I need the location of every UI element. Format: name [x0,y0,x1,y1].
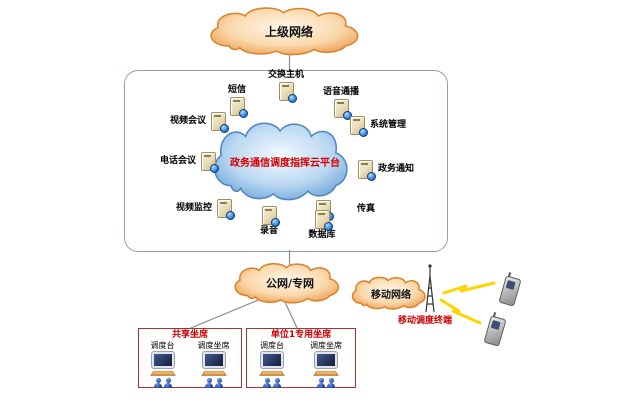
node-video-conference: 视频会议 [170,112,230,133]
platform-cloud: 政务通信调度指挥云平台 [203,120,367,202]
monitor-icon [260,350,284,369]
person-icon [153,377,162,388]
node-label: 交换主机 [267,70,304,80]
station-label: 调度台 [260,340,284,350]
node-system-management: 系统管理 [350,116,407,137]
node-label: 视频监控 [176,203,213,213]
node-label: 传真 [357,204,376,214]
upper-network-cloud: 上级网络 [198,6,380,56]
station-label: 调度台 [150,340,175,350]
people-pair [153,377,172,388]
seat-group-unit1: 单位1专用坐席 调度台 调度坐席 [246,328,356,388]
dispatch-console-station: 调度台 [259,340,285,388]
node-gov-notice: 政务通知 [358,160,415,181]
person-icon [204,377,213,388]
keyboard-icon [259,370,285,376]
cloud-icon [226,262,354,304]
seat-group-title: 共享坐席 [171,330,208,340]
cloud-icon [346,276,436,310]
server-icon [201,152,220,173]
person-icon [214,377,223,388]
server-icon [358,160,376,181]
node-label: 视频会议 [170,116,207,126]
people-pair [204,377,223,388]
monitor-icon [150,350,175,369]
seat-group-shared: 共享坐席 调度台 调度坐席 [138,328,242,388]
station-label: 调度坐席 [310,340,342,350]
node-sms: 短信 [217,85,257,118]
people-pair [317,377,335,388]
node-recording: 录音 [252,206,286,236]
node-label: 数据库 [308,230,336,240]
node-voice-broadcast: 语音通播 [315,87,367,120]
person-icon [327,377,335,388]
mobile-phone-icon [498,275,522,307]
cloud-icon [198,6,380,56]
node-label: 语音通播 [322,87,359,97]
mobile-phone-icon [483,315,507,347]
keyboard-icon [149,370,176,376]
server-icon [314,210,333,231]
server-icon [350,116,368,137]
server-icon [229,97,248,118]
dispatch-seat-station: 调度坐席 [310,340,342,388]
person-icon [317,377,325,388]
dispatch-console-station: 调度台 [149,340,176,388]
node-switch-host: 交换主机 [258,70,314,103]
server-icon [217,199,236,220]
lightning-bolt-icon [442,281,496,295]
node-label: 系统管理 [370,120,407,130]
server-icon [261,206,280,227]
monitor-icon [314,350,338,369]
node-label: 电话会议 [160,156,197,166]
server-icon [211,112,230,133]
node-label: 政务通知 [378,164,415,174]
public-network-cloud: 公网/专网 [226,262,354,304]
keyboard-icon [200,370,227,376]
people-pair [263,377,281,388]
mobile-terminal-label: 移动调度终端 [398,316,453,326]
person-icon [263,377,271,388]
server-icon [333,99,352,120]
node-database: 数据库 [300,210,344,240]
person-icon [273,377,281,388]
cloud-icon [203,120,367,202]
person-icon [163,377,172,388]
node-video-monitoring: 视频监控 [176,199,236,220]
node-label: 录音 [259,226,278,236]
monitor-icon [201,350,226,369]
mobile-network-cloud: 移动网络 [346,276,436,310]
keyboard-icon [313,370,339,376]
node-label: 短信 [227,85,246,95]
node-phone-conference: 电话会议 [160,152,220,173]
dispatch-seat-station: 调度坐席 [197,340,230,388]
server-icon [278,82,297,103]
seat-group-title: 单位1专用坐席 [270,330,332,340]
station-label: 调度坐席 [197,340,230,350]
